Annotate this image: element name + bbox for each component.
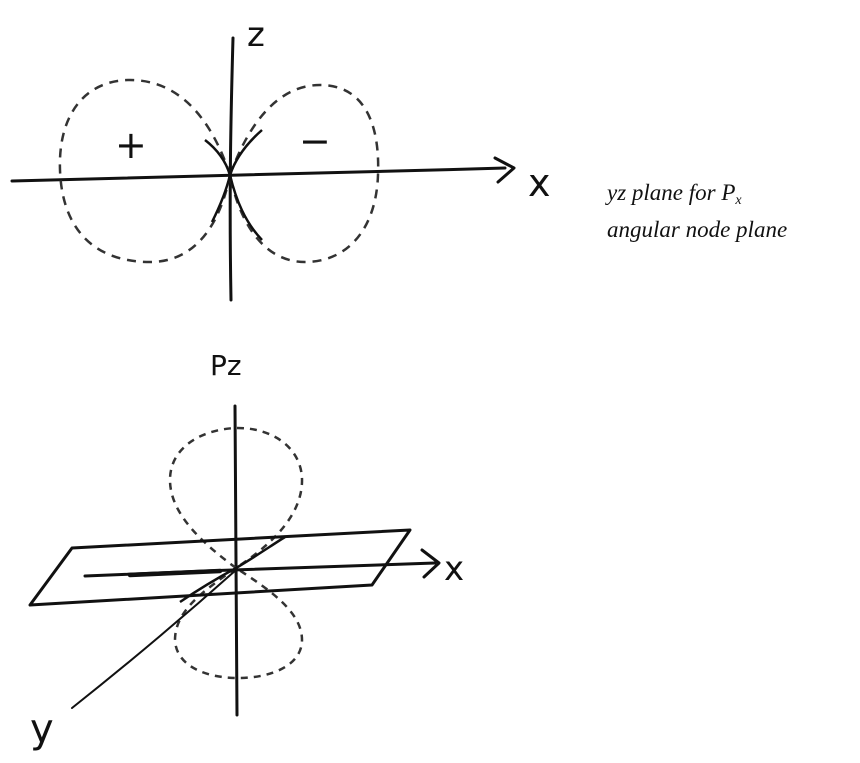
px-orbital-diagram: z x + − xyxy=(10,15,551,302)
x-axis-bottom-arrowhead xyxy=(420,548,441,579)
lower-lobe-dashed xyxy=(173,566,304,680)
pz-title: Pz xyxy=(210,349,242,382)
nodal-plane xyxy=(28,528,412,607)
x-axis-bottom-emphasis xyxy=(127,568,223,578)
x-axis-arrowhead xyxy=(493,156,516,184)
x-axis xyxy=(10,166,507,183)
node-curve-right xyxy=(228,129,263,241)
x-axis-label-top: x xyxy=(528,161,551,205)
x-axis-label-bottom: x xyxy=(444,549,464,589)
plane-diagonal xyxy=(179,535,286,604)
node-curve-left xyxy=(204,139,232,223)
upper-lobe-dashed xyxy=(168,426,304,570)
left-lobe-dashed xyxy=(58,78,232,264)
z-axis xyxy=(228,36,235,302)
caption-line-1: yz plane for Px xyxy=(607,178,787,215)
caption: yz plane for Px angular node plane xyxy=(607,178,787,244)
minus-sign: − xyxy=(299,119,331,163)
pz-orbital-diagram: Pz x y xyxy=(28,349,464,752)
plus-sign: + xyxy=(115,123,147,167)
y-axis-label: y xyxy=(30,706,54,752)
caption-line-1-subscript: x xyxy=(735,193,742,208)
vertical-axis xyxy=(233,404,239,717)
caption-line-2: angular node plane xyxy=(607,217,788,242)
right-lobe-dashed xyxy=(228,83,380,264)
y-axis xyxy=(71,569,237,709)
caption-line-1-text: yz plane for P xyxy=(607,180,736,205)
z-axis-label: z xyxy=(247,15,265,55)
